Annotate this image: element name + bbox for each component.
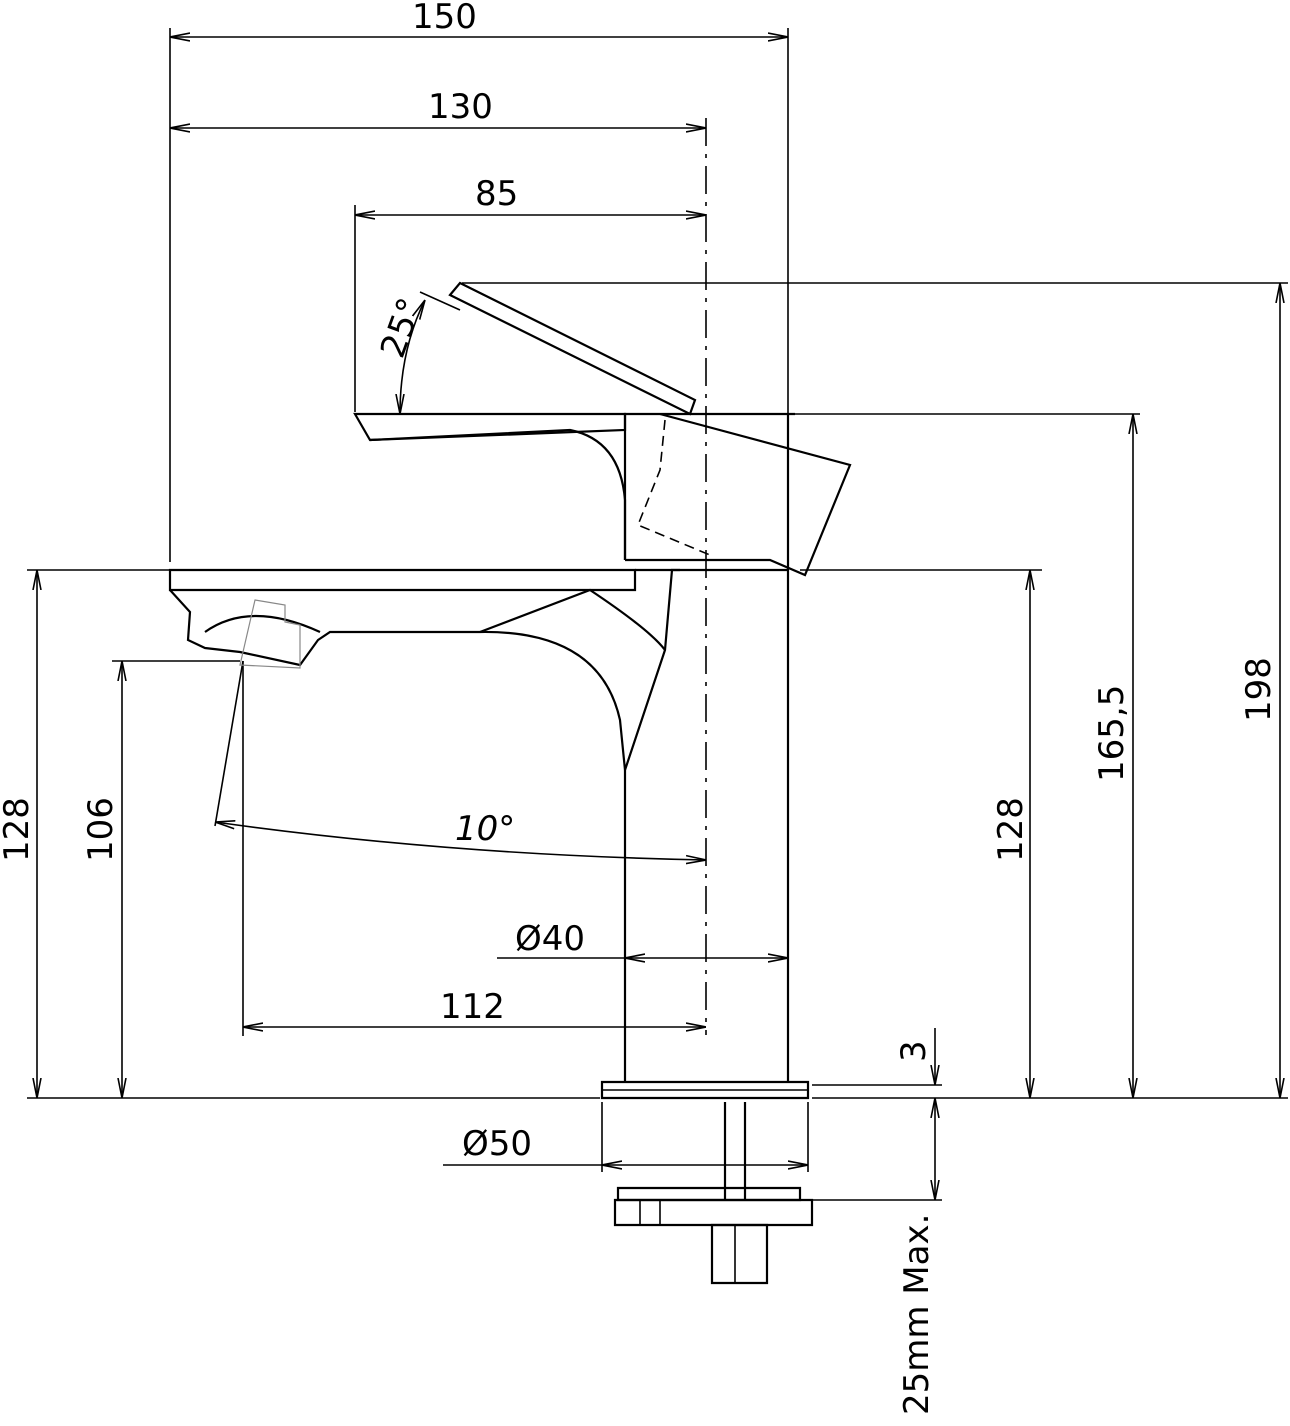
dim-base-thickness: 3 (894, 1040, 934, 1062)
dim-spout-height-right: 128 (991, 797, 1031, 862)
dim-spout-reach: 130 (428, 87, 493, 127)
dim-spout-height-left: 128 (0, 797, 37, 862)
dim-base-diameter: Ø50 (462, 1124, 532, 1164)
dim-outlet-projection: 112 (440, 987, 505, 1027)
faucet-outline (168, 281, 852, 1285)
dimension-lines (37, 37, 1280, 1200)
dim-overall-height: 198 (1239, 657, 1279, 722)
dim-spout-angle: 10° (455, 809, 515, 849)
dim-lever-width: 85 (475, 174, 518, 214)
dim-overall-width: 150 (412, 0, 477, 37)
dim-max-deck-thickness: 25mm Max. (897, 1214, 937, 1415)
dim-lever-angle: 25° (373, 293, 431, 363)
dim-outlet-height: 106 (81, 797, 121, 862)
dim-body-diameter: Ø40 (515, 919, 585, 959)
dim-body-height: 165,5 (1092, 685, 1132, 782)
extension-lines (27, 28, 1288, 1201)
